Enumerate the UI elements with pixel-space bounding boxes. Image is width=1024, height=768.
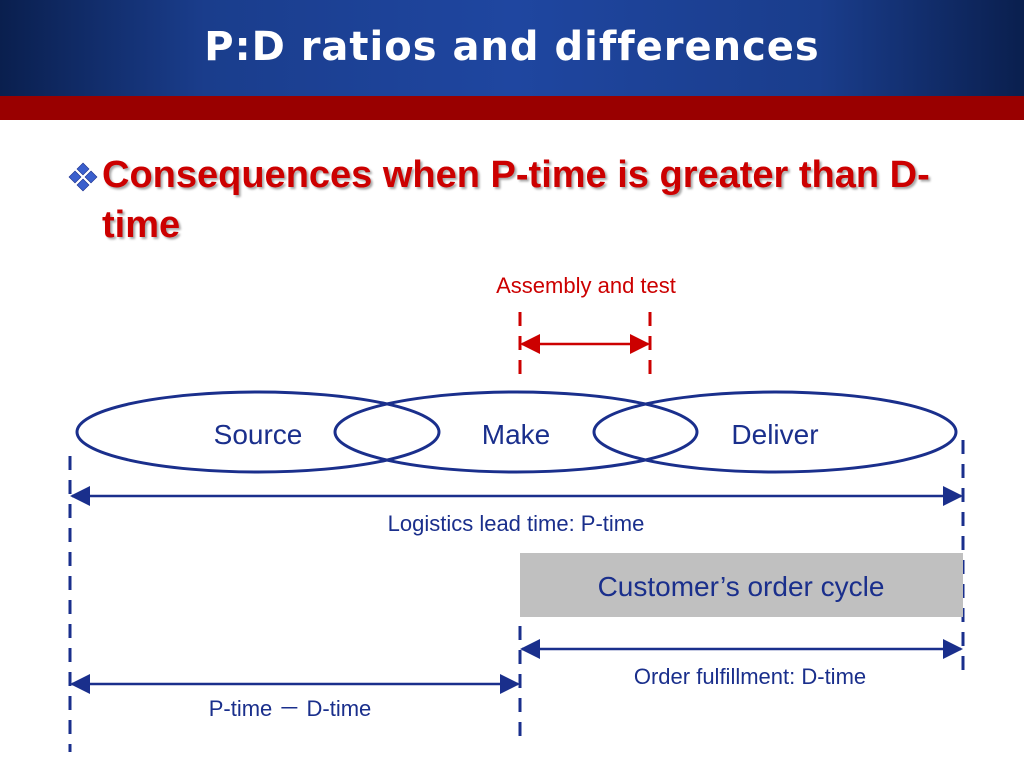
diamond-bullet-icon — [68, 162, 98, 192]
source-ellipse — [75, 390, 441, 474]
slide-heading: Consequences when P-time is greater than… — [102, 154, 930, 246]
source-label: Source — [214, 419, 303, 450]
deliver-label: Deliver — [731, 419, 818, 450]
assembly-label: Assembly and test — [496, 273, 676, 298]
difference-label: P-time － D-time — [209, 696, 372, 721]
order-cycle-box — [520, 553, 963, 617]
deliver-ellipse — [592, 390, 958, 474]
make-ellipse — [333, 390, 699, 474]
red-band — [0, 96, 1024, 120]
make-label: Make — [482, 419, 550, 450]
order-cycle-label: Customer’s order cycle — [598, 571, 885, 602]
logistics-label: Logistics lead time: P-time — [388, 511, 645, 536]
fulfillment-label: Order fulfillment: D-time — [634, 664, 866, 689]
title-bar: P:D ratios and differences — [0, 0, 1024, 96]
slide-title: P:D ratios and differences — [204, 24, 820, 70]
